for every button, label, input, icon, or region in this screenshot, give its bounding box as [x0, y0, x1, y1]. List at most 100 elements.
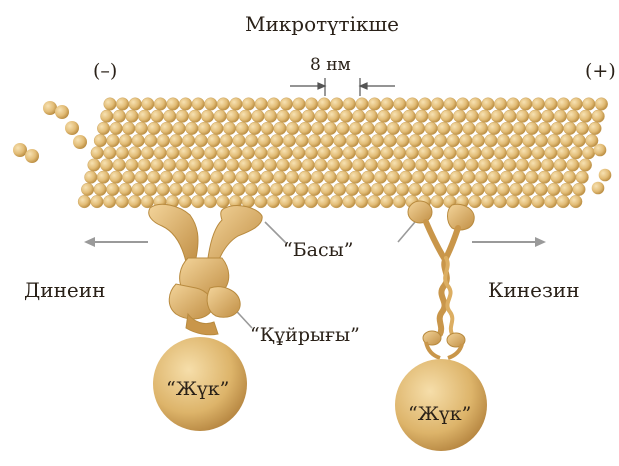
tubulin-subunit [481, 195, 494, 208]
tubulin-subunit [545, 147, 558, 160]
tubulin-subunit [167, 147, 180, 160]
tubulin-subunit [154, 98, 167, 111]
tubulin-subunit [510, 134, 523, 147]
tubulin-subunit [173, 122, 186, 135]
tubulin-subunit [375, 122, 388, 135]
tubulin-subunit [239, 110, 252, 123]
tubulin-subunit [305, 195, 318, 208]
tubulin-subunit [333, 183, 346, 196]
tubulin-subunit [365, 159, 378, 172]
tubulin-subunit [277, 110, 290, 123]
tubulin-subunit [280, 98, 293, 111]
tubulin-subunit [163, 159, 176, 172]
tubulin-subunit [542, 110, 555, 123]
tubulin-subunit [254, 195, 267, 208]
tubulin-subunit [305, 147, 318, 160]
tubulin-subunit [510, 183, 523, 196]
tubulin-subunit [274, 122, 287, 135]
tubulin-subunit [192, 147, 205, 160]
tubulin-subunit [315, 159, 328, 172]
tubulin-subunit [286, 171, 299, 184]
tubulin-subunit [214, 110, 227, 123]
tubulin-subunit [570, 98, 583, 111]
tubulin-subunit [409, 134, 422, 147]
tubulin-subunit [318, 147, 331, 160]
tubulin-subunit [513, 122, 526, 135]
tubulin-subunit [567, 159, 580, 172]
tubulin-subunit [457, 98, 470, 111]
tubulin-subunit [258, 134, 271, 147]
tubulin-subunit [151, 159, 164, 172]
tubulin-subunit [280, 195, 293, 208]
tubulin-subunit [334, 134, 347, 147]
tubulin-subunit [494, 98, 507, 111]
microtubule [78, 98, 611, 208]
tubulin-subunit [412, 122, 425, 135]
tubulin-subunit [289, 159, 302, 172]
tubulin-subunit [482, 147, 495, 160]
tubulin-subunit [217, 195, 230, 208]
tubulin-subunit [560, 183, 573, 196]
tubulin-subunit [378, 159, 391, 172]
tubulin-subunit [381, 147, 394, 160]
tubulin-subunit [268, 98, 281, 111]
tail-label: “Құйрығы” [250, 326, 360, 345]
tubulin-subunit [459, 183, 472, 196]
tubulin-subunit [478, 159, 491, 172]
tubulin-subunit [371, 134, 384, 147]
tubulin-subunit [453, 159, 466, 172]
tubulin-subunit [353, 110, 366, 123]
tubulin-subunit [563, 171, 576, 184]
tubulin-subunit [176, 110, 189, 123]
tubulin-subunit [251, 159, 264, 172]
tubulin-subunit [406, 147, 419, 160]
tubulin-subunit [368, 147, 381, 160]
tubulin-subunit [387, 171, 400, 184]
tubulin-subunit [500, 171, 513, 184]
tubulin-subunit [157, 183, 170, 196]
tubulin-subunit [365, 110, 378, 123]
tubulin-subunit [311, 171, 324, 184]
tubulin-subunit [217, 98, 230, 111]
tubulin-subunit [444, 147, 457, 160]
tubulin-subunit [135, 122, 148, 135]
tubulin-subunit [110, 122, 123, 135]
tubulin-subunit [343, 195, 356, 208]
tubulin-subunit [205, 98, 218, 111]
tubulin-subunit [507, 147, 520, 160]
tubulin-subunit [104, 98, 117, 111]
tubulin-subunit [160, 171, 173, 184]
tubulin-subunit [94, 183, 107, 196]
tubulin-subunit [211, 171, 224, 184]
tubulin-subunit [397, 134, 410, 147]
tubulin-subunit [267, 195, 280, 208]
tubulin-subunit [173, 171, 186, 184]
tubulin-subunit [327, 110, 340, 123]
tubulin-subunit [567, 110, 580, 123]
tubulin-subunit [195, 134, 208, 147]
tubulin-subunit [321, 183, 334, 196]
tubulin-subunit [277, 159, 290, 172]
kinesin-direction-arrow [472, 237, 546, 247]
tubulin-subunit [497, 134, 510, 147]
tubulin-subunit [554, 110, 567, 123]
tubulin-subunit [223, 122, 236, 135]
tubulin-subunit [290, 110, 303, 123]
tubulin-subunit [491, 110, 504, 123]
tubulin-subunit [535, 134, 548, 147]
tubulin-subunit [324, 122, 337, 135]
tubulin-subunit [239, 159, 252, 172]
tubulin-subunit [501, 122, 514, 135]
tubulin-subunit [368, 98, 381, 111]
tubulin-subunit [264, 159, 277, 172]
tubulin-subunit [557, 147, 570, 160]
tubulin-subunit [189, 159, 202, 172]
tubulin-subunit [520, 98, 533, 111]
tubulin-subunit [425, 171, 438, 184]
tubulin-subunit [138, 159, 151, 172]
tubulin-subunit [201, 110, 214, 123]
tubulin-subunit [94, 134, 107, 147]
tubulin-subunit [91, 195, 104, 208]
tubulin-subunit [271, 134, 284, 147]
label-pointers [228, 222, 415, 328]
